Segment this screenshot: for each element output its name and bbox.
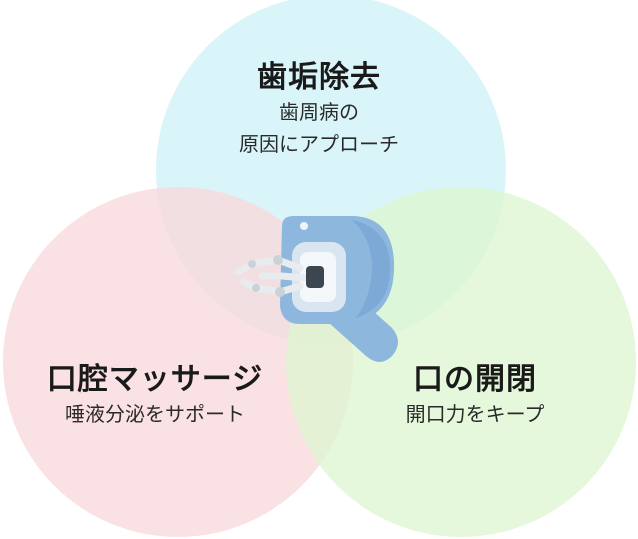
joint bbox=[273, 255, 283, 265]
device-joints bbox=[248, 255, 285, 297]
label-top: 歯垢除去 歯周病の 原因にアプローチ bbox=[219, 60, 419, 160]
device-claws bbox=[234, 256, 308, 296]
device-core bbox=[306, 266, 324, 288]
oral-care-device-icon bbox=[234, 216, 398, 362]
device-body-shade bbox=[352, 220, 391, 318]
sub-top-line-2: 原因にアプローチ bbox=[239, 132, 399, 156]
claw-lower bbox=[240, 278, 304, 296]
title-oral-massage: 口腔マッサージ bbox=[46, 362, 264, 397]
claw-upper bbox=[234, 256, 304, 276]
sub-top-line-1: 歯周病の bbox=[279, 100, 359, 124]
title-mouth-opening: 口の開閉 bbox=[413, 362, 537, 397]
sub-left-line-1: 唾液分泌をサポート bbox=[65, 402, 245, 426]
joint bbox=[275, 287, 285, 297]
joint bbox=[252, 284, 260, 292]
joint bbox=[248, 260, 256, 268]
label-right: 口の開閉 開口力をキープ bbox=[350, 362, 600, 430]
sub-right-line-1: 開口力をキープ bbox=[405, 402, 545, 426]
title-plaque-removal: 歯垢除去 bbox=[257, 60, 381, 95]
label-left: 口腔マッサージ 唾液分泌をサポート bbox=[10, 362, 300, 430]
device-top-dot bbox=[300, 222, 308, 230]
claw-mid bbox=[258, 272, 308, 282]
